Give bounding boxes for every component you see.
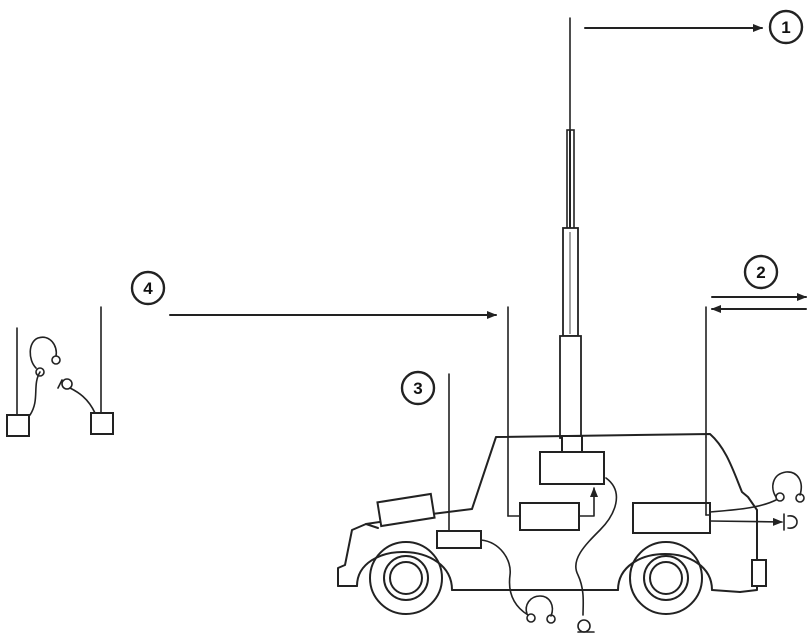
svg-text:3: 3 xyxy=(413,379,422,398)
manpack-radio-left-icon xyxy=(6,327,61,437)
callout-2: 2 xyxy=(743,254,779,290)
telescoping-mast-icon xyxy=(559,17,582,439)
manpack-radio-right-icon xyxy=(57,306,114,435)
headset-right-icon xyxy=(709,471,805,513)
vehicle-icon xyxy=(337,433,767,615)
callout-1: 1 xyxy=(768,9,804,45)
svg-text:2: 2 xyxy=(756,263,765,282)
headset-bottom-icon xyxy=(480,539,556,624)
svg-text:1: 1 xyxy=(781,18,790,37)
wire-center-to-mast xyxy=(578,487,598,517)
callout-4: 4 xyxy=(130,270,166,306)
callout-3: 3 xyxy=(400,370,436,406)
handset-bottom-icon xyxy=(575,477,618,633)
radio-set-mast-base xyxy=(539,435,605,485)
radio-set-front xyxy=(436,530,482,549)
radio-set-right xyxy=(632,502,711,534)
svg-text:4: 4 xyxy=(143,279,153,298)
handset-right-icon xyxy=(709,513,798,531)
radio-set-center xyxy=(519,502,580,531)
